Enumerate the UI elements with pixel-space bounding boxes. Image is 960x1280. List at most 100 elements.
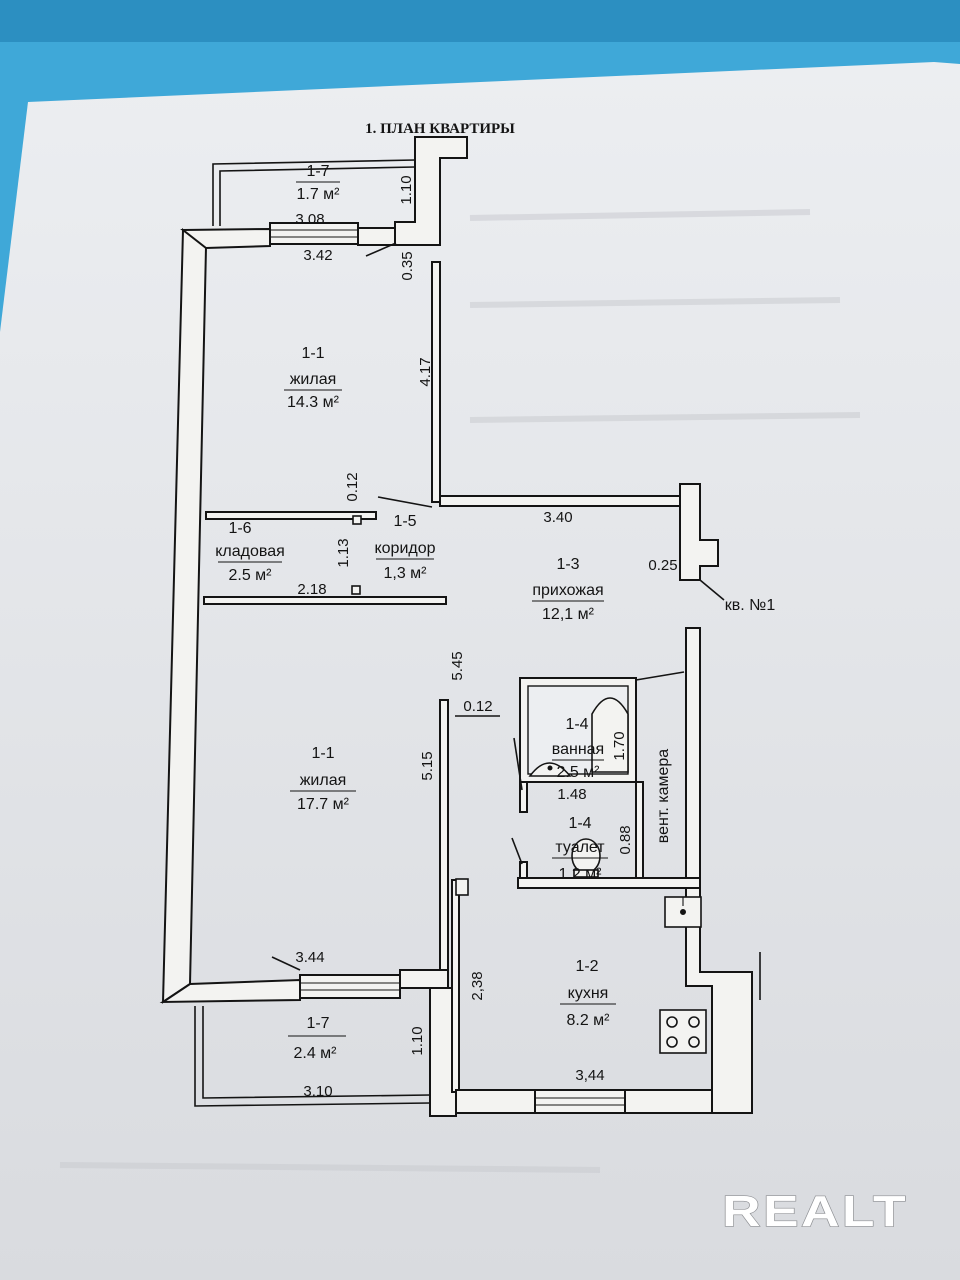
balcony-top-number: 1-7 [306, 163, 329, 180]
bathroom-name: ванная [552, 741, 604, 758]
dim-partition-bath: 0.12 [463, 698, 492, 715]
plan-title: 1. ПЛАН КВАРТИРЫ [365, 121, 515, 137]
apartment-label: кв. №1 [725, 597, 776, 614]
kitchen-window-frame [534, 1089, 626, 1114]
dim-kitchen-width: 3,44 [575, 1067, 604, 1084]
kitchen-name: кухня [568, 985, 609, 1002]
hall-name: прихожая [532, 582, 603, 599]
balcony-top-rail-inner [219, 166, 416, 226]
living-bottom-name: жилая [300, 772, 347, 789]
top-column [394, 136, 468, 246]
toilet-area: 1.2 м² [558, 866, 602, 883]
bathroom-sink-drain [547, 765, 553, 771]
bathroom-number: 1-4 [565, 716, 588, 733]
bottom-window-frame [299, 974, 401, 999]
kitchen-bottom-wall-left [455, 1089, 536, 1114]
vent-chamber-label: вент. камера [655, 749, 672, 844]
stove-burner [688, 1036, 700, 1048]
bathtub [591, 697, 629, 773]
balcony-top-area: 1.7 м² [296, 186, 340, 203]
kitchen-left-wall [451, 879, 460, 1093]
kitchen-window [534, 1089, 626, 1114]
dimensions: 1.10 3.08 3.42 0.35 4.17 0.12 3.40 1.13 … [295, 175, 677, 1100]
hall-area: 12,1 м² [542, 606, 595, 623]
corridor-number: 1-5 [393, 513, 416, 530]
toilet-tank [573, 869, 599, 878]
storage-name: кладовая [215, 543, 285, 560]
paper-bleed-through [59, 209, 861, 1173]
top-wall-left [180, 227, 271, 250]
dim-toilet-length: 0.88 [617, 825, 634, 854]
hall-number: 1-3 [556, 556, 579, 573]
dim-balcony-bottom-width: 3.10 [303, 1083, 332, 1100]
hall-top-wall [439, 495, 685, 507]
dim-kitchen-depth: 2,38 [469, 971, 486, 1000]
dim-bath-length: 1.70 [611, 731, 628, 760]
corridor-name: коридор [374, 540, 435, 557]
dim-living-bottom-width: 3.44 [295, 949, 324, 966]
dim-storage-depth: 1.13 [335, 538, 352, 567]
storage-bottom-wall [203, 596, 447, 605]
ghost-stroke [469, 297, 841, 308]
stove-burner [666, 1036, 678, 1048]
kitchen-area: 8.2 м² [566, 1012, 610, 1029]
hall-right-stub [679, 483, 719, 581]
dim-living-top-length: 4.17 [417, 357, 434, 386]
door-leaf-bathroom [513, 737, 523, 791]
bottom-window [299, 974, 401, 999]
ghost-stroke [469, 412, 861, 423]
balcony-bottom-right-wall [429, 987, 457, 1117]
kitchen-sink-drain [680, 909, 686, 915]
door-jamb-marker [351, 585, 361, 595]
door-leaf-top-balcony [365, 242, 397, 257]
toilet-left-wall [519, 781, 528, 813]
dim-hall-width: 3.40 [543, 509, 572, 526]
stove-burner [688, 1016, 700, 1028]
dim-bath-width: 1.48 [557, 786, 586, 803]
dim-column-depth: 0.35 [399, 251, 416, 280]
dim-balcony-top-width: 3.08 [295, 211, 324, 228]
bathroom-area: 2.5 м² [556, 764, 600, 781]
dim-partition-top: 0.12 [344, 472, 361, 501]
room-labels: 1-7 1.7 м² 1-1 жилая 14.3 м² 1-6 кладова… [215, 163, 775, 1062]
storage-number: 1-6 [228, 520, 251, 537]
living-bottom-wall-right [399, 969, 449, 989]
door-leaf-toilet [511, 837, 523, 865]
dim-niche-depth: 0.25 [648, 557, 677, 574]
dim-living-bottom-length: 5.15 [419, 751, 436, 780]
dim-balcony-top-depth: 1.10 [398, 175, 415, 204]
realt-watermark: REALT [722, 1187, 908, 1236]
stove-burner [666, 1016, 678, 1028]
corridor-area: 1,3 м² [383, 565, 427, 582]
fixtures [271, 242, 725, 1054]
door-jamb-marker [352, 515, 362, 525]
door-leaf-bottom-balcony [271, 956, 301, 971]
kitchen-number: 1-2 [575, 958, 598, 975]
door-leaf-corridor [377, 496, 433, 508]
apartment-leader-line [699, 579, 725, 601]
storage-area: 2.5 м² [228, 567, 272, 584]
kitchen-stove [659, 1009, 707, 1054]
toilet-bottom-wall [517, 877, 701, 889]
balcony-bottom-rail-outer [194, 1006, 431, 1107]
ghost-stroke [59, 1162, 601, 1173]
vent-and-kitchen-right-wall [685, 627, 753, 1114]
living-top-right-wall [431, 261, 441, 503]
living-bottom-right-wall [439, 699, 449, 976]
door-jamb-marker [455, 878, 469, 896]
table-background-top-strip [0, 0, 960, 42]
top-wall-right [357, 227, 396, 246]
storage-top-wall [205, 511, 377, 520]
balcony-bottom-number: 1-7 [306, 1015, 329, 1032]
living-top-area: 14.3 м² [287, 394, 340, 411]
balcony-bottom-rail-inner [202, 1006, 431, 1099]
dim-hall-length: 5.45 [449, 651, 466, 680]
balcony-bottom-area: 2.4 м² [293, 1045, 337, 1062]
living-bottom-area: 17.7 м² [297, 796, 350, 813]
dim-living-top-width: 3.42 [303, 247, 332, 264]
walls [159, 136, 761, 1117]
ghost-stroke [469, 209, 811, 221]
dim-balcony-bottom-depth: 1.10 [409, 1026, 426, 1055]
toilet-name: туалет [555, 839, 605, 856]
